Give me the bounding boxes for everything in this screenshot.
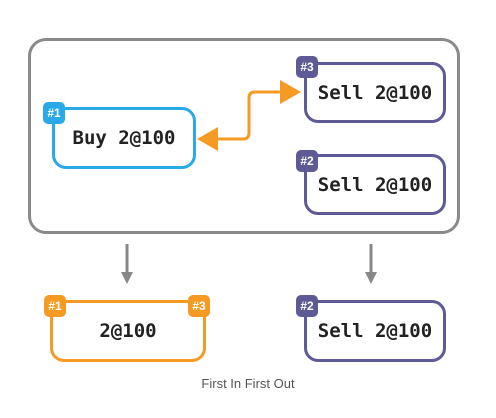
diagram-caption: First In First Out [201, 376, 295, 391]
orderbook-container [28, 38, 460, 234]
matched-trade-badge-right: #3 [188, 295, 210, 317]
match-arrow [197, 80, 301, 151]
remaining-sell-label: Sell 2@100 [317, 320, 433, 342]
buy-order-card: Buy 2@100 [52, 107, 196, 169]
matched-trade-card: 2@100 [50, 300, 206, 362]
down-arrow-right [365, 244, 377, 284]
sell-order-card-bottom: Sell 2@100 [304, 154, 446, 215]
matched-trade-label: 2@100 [99, 320, 157, 342]
sell-order-badge-top: #3 [296, 56, 318, 78]
sell-order-label-top: Sell 2@100 [317, 81, 433, 104]
sell-order-badge-bottom: #2 [296, 150, 318, 172]
remaining-sell-badge: #2 [296, 295, 318, 317]
down-arrow-left [121, 244, 133, 284]
buy-order-badge: #1 [43, 102, 65, 124]
buy-order-label: Buy 2@100 [72, 127, 176, 149]
matched-trade-badge-left: #1 [44, 295, 66, 317]
sell-order-card-top: Sell 2@100 [304, 62, 446, 123]
remaining-sell-card: Sell 2@100 [304, 300, 446, 362]
sell-order-label-bottom: Sell 2@100 [317, 173, 433, 196]
